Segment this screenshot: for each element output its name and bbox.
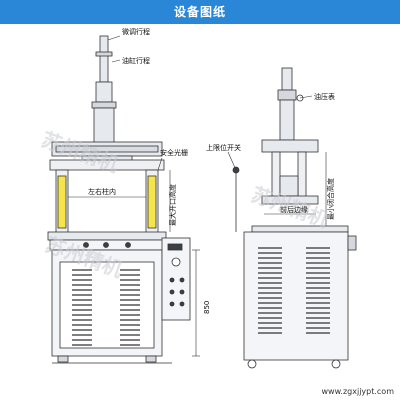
side-caster-right [331,359,341,369]
side-column-right [297,151,307,199]
front-button-1 [83,242,89,248]
front-button-2 [103,242,109,248]
leader-safety-grating [157,157,163,171]
front-cylinder [95,81,113,103]
label-column-inner: 左右柱内 [88,187,116,196]
label-height-850: 850 [203,301,211,314]
label-max-open-height: 最大开口高度 [168,184,177,226]
front-knob-5 [169,301,175,307]
leader-oil-gauge [299,95,313,99]
front-foot-left [57,355,69,363]
header-bar [0,0,400,24]
front-knob-3 [169,289,175,295]
front-upper-beam [49,159,165,171]
front-rod-collar [95,51,113,57]
front-view [47,35,191,364]
front-foot-right [145,355,157,363]
front-knob-4 [179,289,185,295]
label-min-closed-height: 最小闭合高度 [326,178,335,220]
side-work-table [251,225,349,233]
front-cylinder-flange [91,101,117,109]
footer-url: www.zgxjjypt.com [321,387,394,396]
label-safety-grating: 安全光栅 [160,148,188,157]
label-front-rear-edge: 前后边缘 [280,205,308,214]
label-cylinder-stroke: 油缸行程 [122,56,150,65]
side-mid-plate [261,195,319,205]
front-knob-1 [169,277,175,283]
label-upper-limit-switch: 上限位开关 [206,143,241,152]
leader-limit-switch [227,151,237,171]
side-vents [258,247,330,334]
side-piston-rod [281,67,293,91]
side-rod-collar [277,89,297,101]
front-knob-6 [179,301,185,307]
front-safety-grating-right [147,175,157,229]
front-piston-rod [99,35,109,83]
label-fine-stroke: 微调行程 [122,27,150,36]
front-knob-2 [179,277,185,283]
front-vents [72,269,140,346]
side-caster-left [247,359,257,369]
side-top-plate [261,139,319,153]
front-dial [171,257,181,267]
leader-fine-stroke [107,35,121,41]
page-title: 设备图纸 [173,5,226,19]
side-view [232,67,357,369]
label-oil-gauge: 油压表 [314,92,335,101]
side-cylinder [279,99,295,141]
front-annotations [68,35,200,357]
front-top-plate-inner [55,145,159,153]
side-annotations [227,95,327,226]
side-base-cabinet [243,231,349,361]
side-bracket [347,235,357,251]
front-cylinder-body [93,107,115,145]
front-button-3 [125,242,131,248]
front-display [167,243,183,251]
leader-cylinder-stroke [111,59,121,63]
front-control-box [161,237,191,321]
front-safety-grating-left [57,175,67,229]
